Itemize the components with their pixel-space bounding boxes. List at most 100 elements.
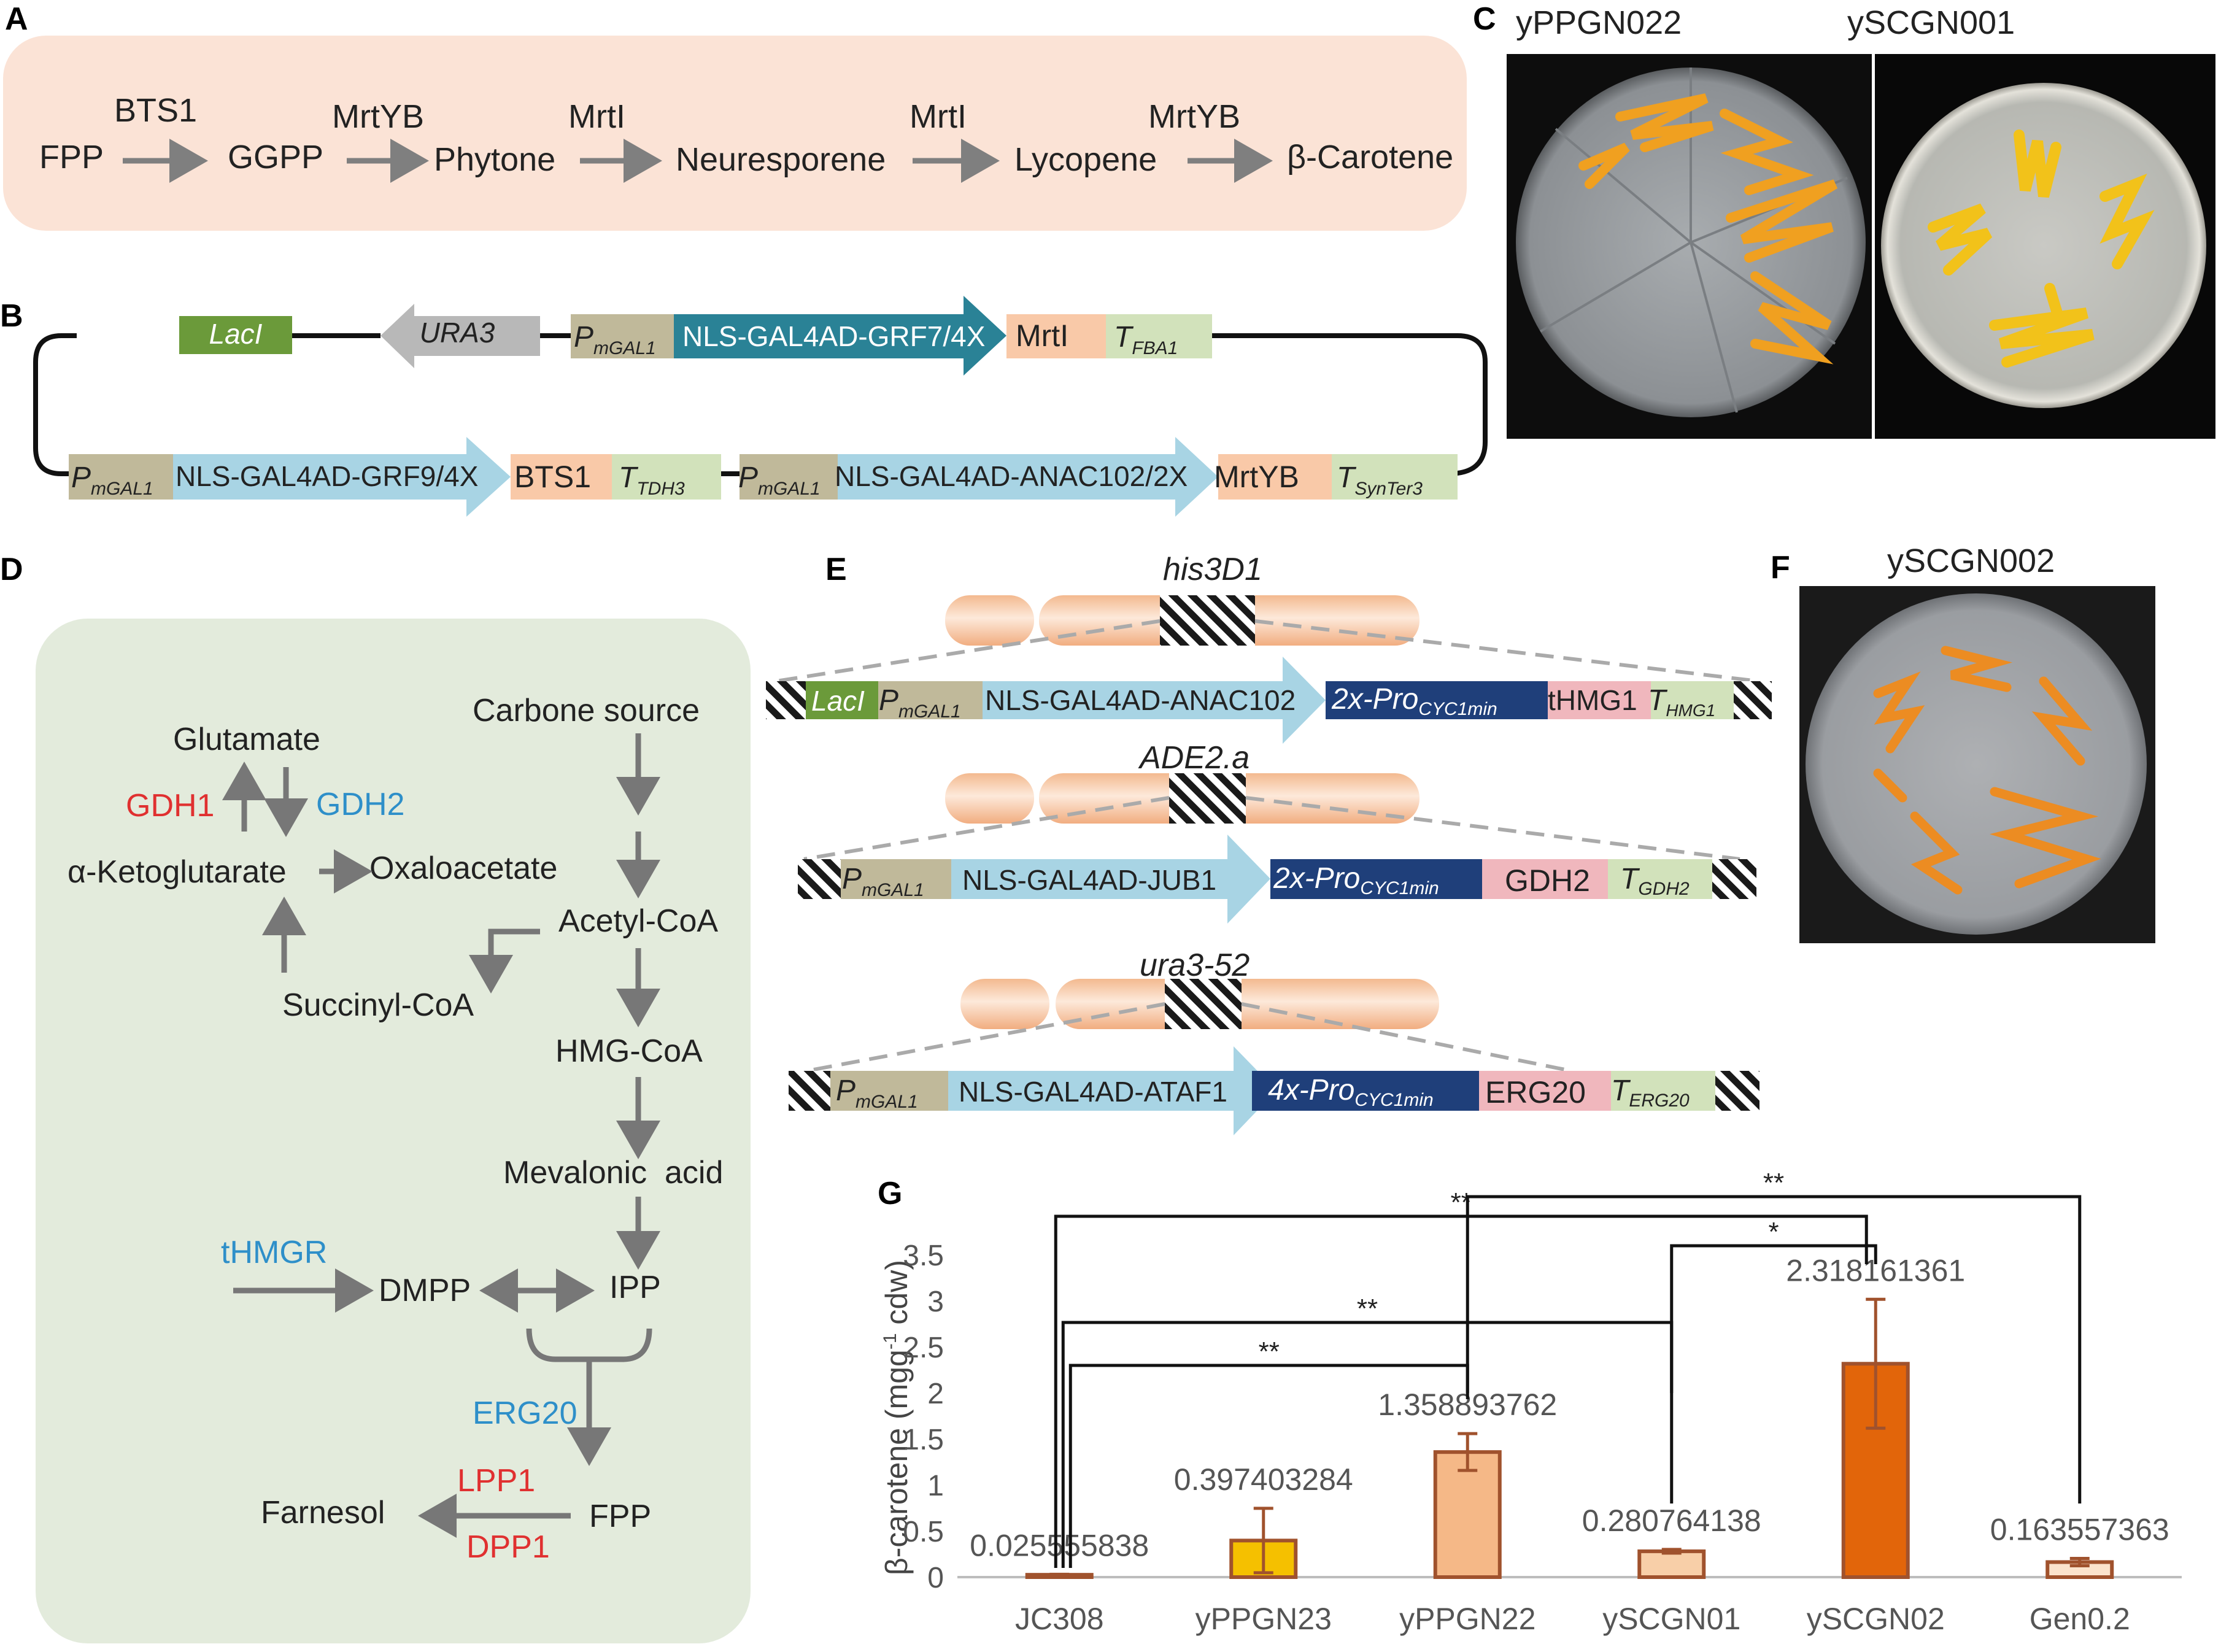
gene-label: MrtI xyxy=(1016,318,1068,353)
significance-bracket xyxy=(1061,1321,1674,1568)
bar-chart: 00.511.522.533.50.025555838JC3080.397403… xyxy=(903,1168,2182,1636)
panel-letter-f: F xyxy=(1771,550,1790,585)
terminator-block xyxy=(1332,454,1458,500)
chromosome xyxy=(960,979,1439,1029)
laci-gene xyxy=(179,316,292,354)
plasmid-backbone xyxy=(33,333,1488,476)
strain-label: ySCGN001 xyxy=(1847,4,2015,41)
terminator-label: TTDH3 xyxy=(619,461,685,499)
y-tick-label: 3 xyxy=(927,1286,944,1318)
target-gene-block xyxy=(1006,314,1106,358)
promoter-block xyxy=(571,314,674,358)
significance-bracket xyxy=(1670,1244,1877,1393)
terminator-label: THMG1 xyxy=(1648,684,1715,720)
compound-label: FPP xyxy=(39,139,104,176)
enzyme-up-label: LPP1 xyxy=(457,1463,535,1499)
y-tick-label: 0.5 xyxy=(903,1516,944,1548)
x-tick-label: JC308 xyxy=(1015,1602,1104,1636)
compound-label: Lycopene xyxy=(1014,141,1157,178)
panel-b: B LacI URA3 PmGAL1 NLS-GAL4AD-GRF7/4X Mr… xyxy=(0,296,1488,517)
promoter-block xyxy=(740,454,838,500)
x-tick-label: Gen0.2 xyxy=(2030,1602,2130,1636)
panel-a: A BTS1 MrtYB MrtI MrtI MrtYB FPP GGPP Ph… xyxy=(3,1,1467,231)
terminator-label: TERG20 xyxy=(1611,1075,1690,1111)
compound-label: Neuresporene xyxy=(676,141,886,178)
metabolite-label: Glutamate xyxy=(173,722,320,757)
promoter-label: PmGAL1 xyxy=(836,1075,918,1112)
terminator-label: TGDH2 xyxy=(1620,863,1690,899)
cds-label: NLS-GAL4AD-ANAC102 xyxy=(985,684,1296,716)
enzyme-label: MrtYB xyxy=(1148,98,1240,135)
cassette-3: PmGAL1 NLS-GAL4AD-ATAF1 4x-ProCYC1min ER… xyxy=(789,1046,1759,1135)
pathway-arrow xyxy=(469,928,540,994)
significance-mark: ** xyxy=(1259,1337,1280,1367)
locus-label: ADE2.a xyxy=(1138,740,1250,776)
agar-plate-right xyxy=(1881,83,2206,408)
metabolite-label: IPP xyxy=(609,1270,661,1305)
metabolite-label: Farnesol xyxy=(261,1495,385,1530)
metabolite-label: HMG-CoA xyxy=(555,1033,703,1069)
panel-letter-d: D xyxy=(0,552,23,587)
chromosome xyxy=(945,595,1420,646)
strain-label: ySCGN002 xyxy=(1887,542,2055,579)
cassette-1: LacI PmGAL1 NLS-GAL4AD-ANAC102 2x-ProCYC… xyxy=(766,657,1772,744)
enzyme-down-label: tHMGR xyxy=(221,1235,327,1270)
metabolite-label: FPP xyxy=(589,1499,651,1534)
panel-letter-c: C xyxy=(1473,1,1496,37)
enzyme-up-label: DPP1 xyxy=(466,1529,550,1565)
data-label: 0.280764138 xyxy=(1582,1503,1761,1538)
locus-label: ura3-52 xyxy=(1140,948,1250,983)
transcription-factor-cds xyxy=(674,296,1006,376)
panel-d: D Glutamate GDH1 GDH2 α-Ketoglutarate Ox… xyxy=(0,552,751,1643)
chromosome xyxy=(945,773,1420,824)
data-label: 0.025555838 xyxy=(970,1528,1149,1562)
gene-label: tHMG1 xyxy=(1548,684,1637,716)
enzyme-down-label: GDH2 xyxy=(316,787,404,822)
y-tick-label: 0 xyxy=(927,1562,944,1594)
metabolite-label: Oxaloacetate xyxy=(369,851,557,886)
cds-label: NLS-GAL4AD-ANAC102/2X xyxy=(835,460,1188,492)
significance-bracket xyxy=(1054,1214,1868,1568)
integration-locus xyxy=(1160,595,1255,646)
data-label: 0.397403284 xyxy=(1174,1462,1353,1497)
minimal-promoter-label: 4x-ProCYC1min xyxy=(1268,1074,1434,1110)
strain-label: yPPGN022 xyxy=(1516,4,1682,41)
y-tick-label: 1.5 xyxy=(903,1424,944,1456)
y-tick-label: 2.5 xyxy=(903,1332,944,1364)
metabolite-label: Succinyl-CoA xyxy=(282,987,474,1023)
laci-label: LacI xyxy=(811,685,865,717)
promoter-block xyxy=(69,454,173,500)
panel-g: G β-carotene (mgg-1 cdw) 00.511.522.533.… xyxy=(878,1168,2182,1636)
locus-label: his3D1 xyxy=(1163,552,1262,587)
compound-label: β-Carotene xyxy=(1287,139,1453,176)
promoter-label: PmGAL1 xyxy=(842,863,924,900)
target-gene-block xyxy=(1218,454,1332,500)
panel-letter-e: E xyxy=(825,552,847,587)
x-tick-label: yPPGN22 xyxy=(1399,1602,1535,1636)
promoter-label: PmGAL1 xyxy=(879,684,961,722)
data-label: 0.163557363 xyxy=(1990,1512,2169,1546)
terminator-label: TFBA1 xyxy=(1114,321,1178,358)
x-tick-label: ySCGN01 xyxy=(1602,1602,1740,1636)
promoter-label: PmGAL1 xyxy=(738,461,821,499)
panel-letter-a: A xyxy=(5,1,28,37)
significance-bracket xyxy=(1466,1195,2082,1503)
ura3-label: URA3 xyxy=(420,317,495,349)
enzyme-down-label: ERG20 xyxy=(473,1395,577,1431)
enzyme-label: BTS1 xyxy=(114,92,197,129)
enzyme-up-label: GDH1 xyxy=(126,788,214,824)
pathway-box xyxy=(3,36,1467,231)
y-axis-title: β-carotene (mgg-1 cdw) xyxy=(879,1260,914,1575)
panel-letter-b: B xyxy=(0,298,23,334)
significance-mark: * xyxy=(1768,1217,1779,1247)
gene-label: MrtYB xyxy=(1214,460,1299,494)
agar-plate-f xyxy=(1806,593,2147,935)
promoter-label: PmGAL1 xyxy=(574,321,656,358)
cds-label: NLS-GAL4AD-GRF9/4X xyxy=(176,460,478,492)
panel-letter-g: G xyxy=(878,1176,902,1211)
significance-mark: ** xyxy=(1357,1294,1378,1324)
minimal-promoter-label: 2x-ProCYC1min xyxy=(1331,683,1497,719)
target-gene-block xyxy=(511,454,612,500)
panel-f: F ySCGN002 xyxy=(1771,542,2155,943)
metabolite-label: Acetyl-CoA xyxy=(558,903,718,939)
